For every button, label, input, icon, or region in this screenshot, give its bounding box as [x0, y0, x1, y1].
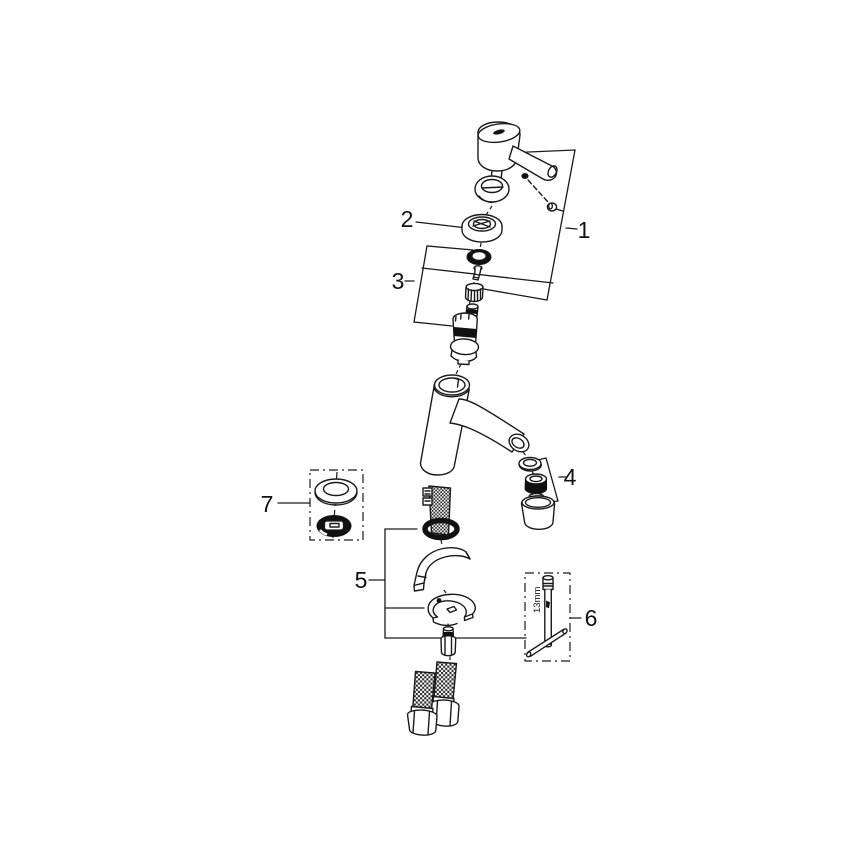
cartridge	[449, 303, 480, 366]
lever-handle	[477, 121, 558, 182]
callout-label-4: 4	[564, 464, 577, 490]
tool-size-label: 13mm	[532, 587, 543, 613]
mounting-nut	[440, 626, 457, 657]
flex-hoses	[406, 661, 460, 736]
cartridge-screw	[472, 265, 483, 281]
callout-label-3: 3	[392, 268, 405, 294]
cartridge-oring	[466, 249, 492, 265]
handle-set-screw	[521, 173, 558, 212]
mounting-horseshoe	[427, 593, 476, 627]
wedge-gasket	[413, 547, 471, 592]
callout-labels: 1 2 3 4 5 6 7	[261, 206, 598, 631]
callout-label-2: 2	[401, 206, 414, 232]
tool-box: 13mm	[524, 572, 571, 662]
aerator-set	[518, 456, 556, 530]
escutcheon-ring	[461, 213, 503, 243]
callout-label-1: 1	[578, 217, 591, 243]
cartridge-cap	[464, 282, 484, 303]
callout-label-5: 5	[355, 567, 368, 593]
faucet-body	[419, 374, 530, 476]
handle-dome-cap	[474, 175, 510, 204]
base-ring-set	[309, 469, 364, 541]
socket-wrench	[525, 575, 568, 658]
callout-label-7: 7	[261, 491, 274, 517]
callout-label-6: 6	[585, 605, 598, 631]
threaded-shank	[422, 485, 460, 541]
